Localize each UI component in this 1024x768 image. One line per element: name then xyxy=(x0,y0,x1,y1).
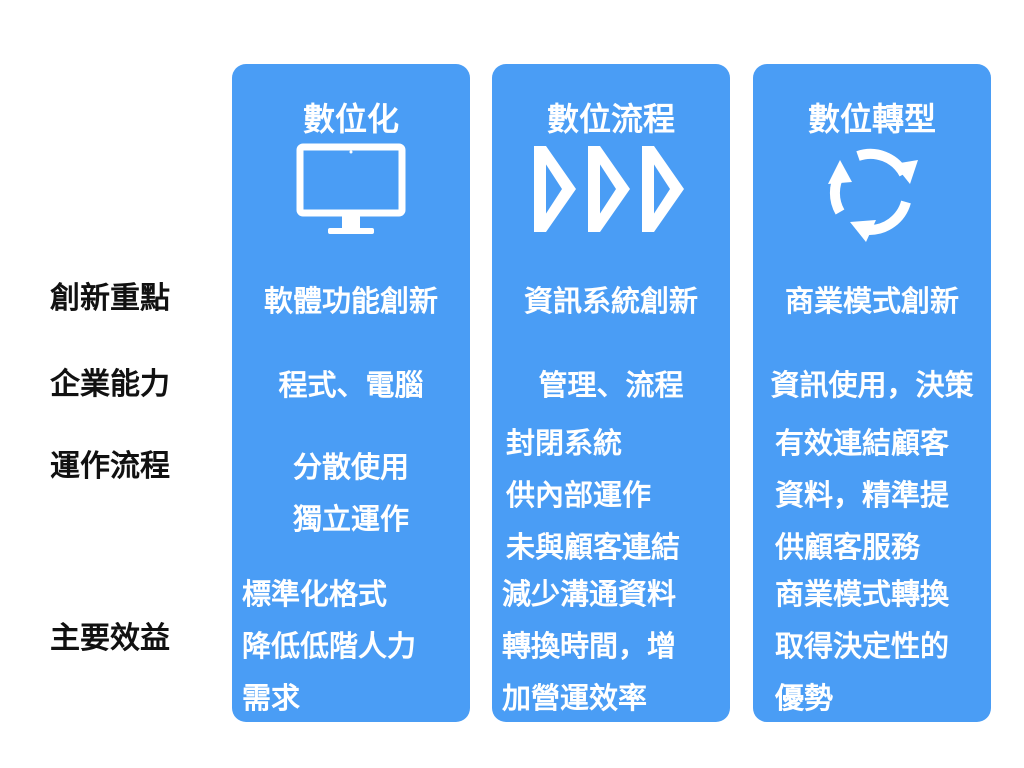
cell-benefit: 標準化格式 降低低階人力 需求 xyxy=(242,569,416,725)
row-label-innovation: 創新重點 xyxy=(50,281,170,316)
cell-line: 需求 xyxy=(242,680,301,715)
cell-operation: 分散使用 獨立運作 xyxy=(232,442,470,546)
cell-line: 減少溝通資料 xyxy=(502,577,677,611)
cell-line: 供顧客服務 xyxy=(775,529,921,564)
row-label-benefit: 主要效益 xyxy=(50,621,170,656)
column-digitization: 數位化 軟體功能創新 程式、電腦 分散使用 獨立運作 標準化格式 降低低階人力 … xyxy=(232,64,470,722)
row-label-operation: 運作流程 xyxy=(50,449,170,484)
cell-line: 封閉系統 xyxy=(506,426,623,460)
column-title: 數位轉型 xyxy=(807,100,936,138)
cell-benefit: 商業模式轉換 取得決定性的 優勢 xyxy=(775,569,949,725)
column-title: 數位流程 xyxy=(546,100,675,138)
column-digital-process: 數位流程 資訊系統創新 管理、流程 封閉系統 供內部運作 未與顧客連結 減少溝通… xyxy=(492,64,730,722)
chevron-arrows-icon xyxy=(532,144,690,238)
cell-line: 供內部運作 xyxy=(506,477,652,512)
cell-line: 標準化格式 xyxy=(242,577,388,611)
cell-operation: 有效連結顧客 資料，精準提 供顧客服務 xyxy=(775,418,949,574)
column-digital-transformation: 數位轉型 商業模式創新 資訊使用，決策 有效連結顧客 資料，精準提 供顧客服務 … xyxy=(753,64,991,722)
column-title: 數位化 xyxy=(302,100,399,138)
cell-line: 資料，精準提 xyxy=(775,477,950,512)
cell-line: 加營運效率 xyxy=(502,680,648,715)
cell-line: 獨立運作 xyxy=(292,501,409,536)
cell-line: 優勢 xyxy=(775,680,834,715)
cell-line: 轉換時間，增 xyxy=(502,628,677,663)
cycle-arrows-icon xyxy=(820,140,924,248)
cell-line: 降低低階人力 xyxy=(242,628,417,663)
cell-capability: 程式、電腦 xyxy=(278,368,424,402)
row-label-capability: 企業能力 xyxy=(50,367,170,402)
monitor-icon xyxy=(296,142,406,242)
cell-capability: 資訊使用，決策 xyxy=(770,368,974,402)
cell-line: 商業模式轉換 xyxy=(775,577,950,611)
cell-capability: 管理、流程 xyxy=(538,368,684,402)
cell-line: 未與顧客連結 xyxy=(506,529,681,564)
cell-line: 有效連結顧客 xyxy=(775,426,950,460)
cell-line: 取得決定性的 xyxy=(775,628,950,663)
cell-operation: 封閉系統 供內部運作 未與顧客連結 xyxy=(506,418,680,574)
cell-benefit: 減少溝通資料 轉換時間，增 加營運效率 xyxy=(502,569,676,725)
cell-innovation: 軟體功能創新 xyxy=(263,284,438,318)
cell-innovation: 資訊系統創新 xyxy=(523,284,698,318)
cell-line: 分散使用 xyxy=(292,450,409,484)
cell-innovation: 商業模式創新 xyxy=(784,284,959,318)
